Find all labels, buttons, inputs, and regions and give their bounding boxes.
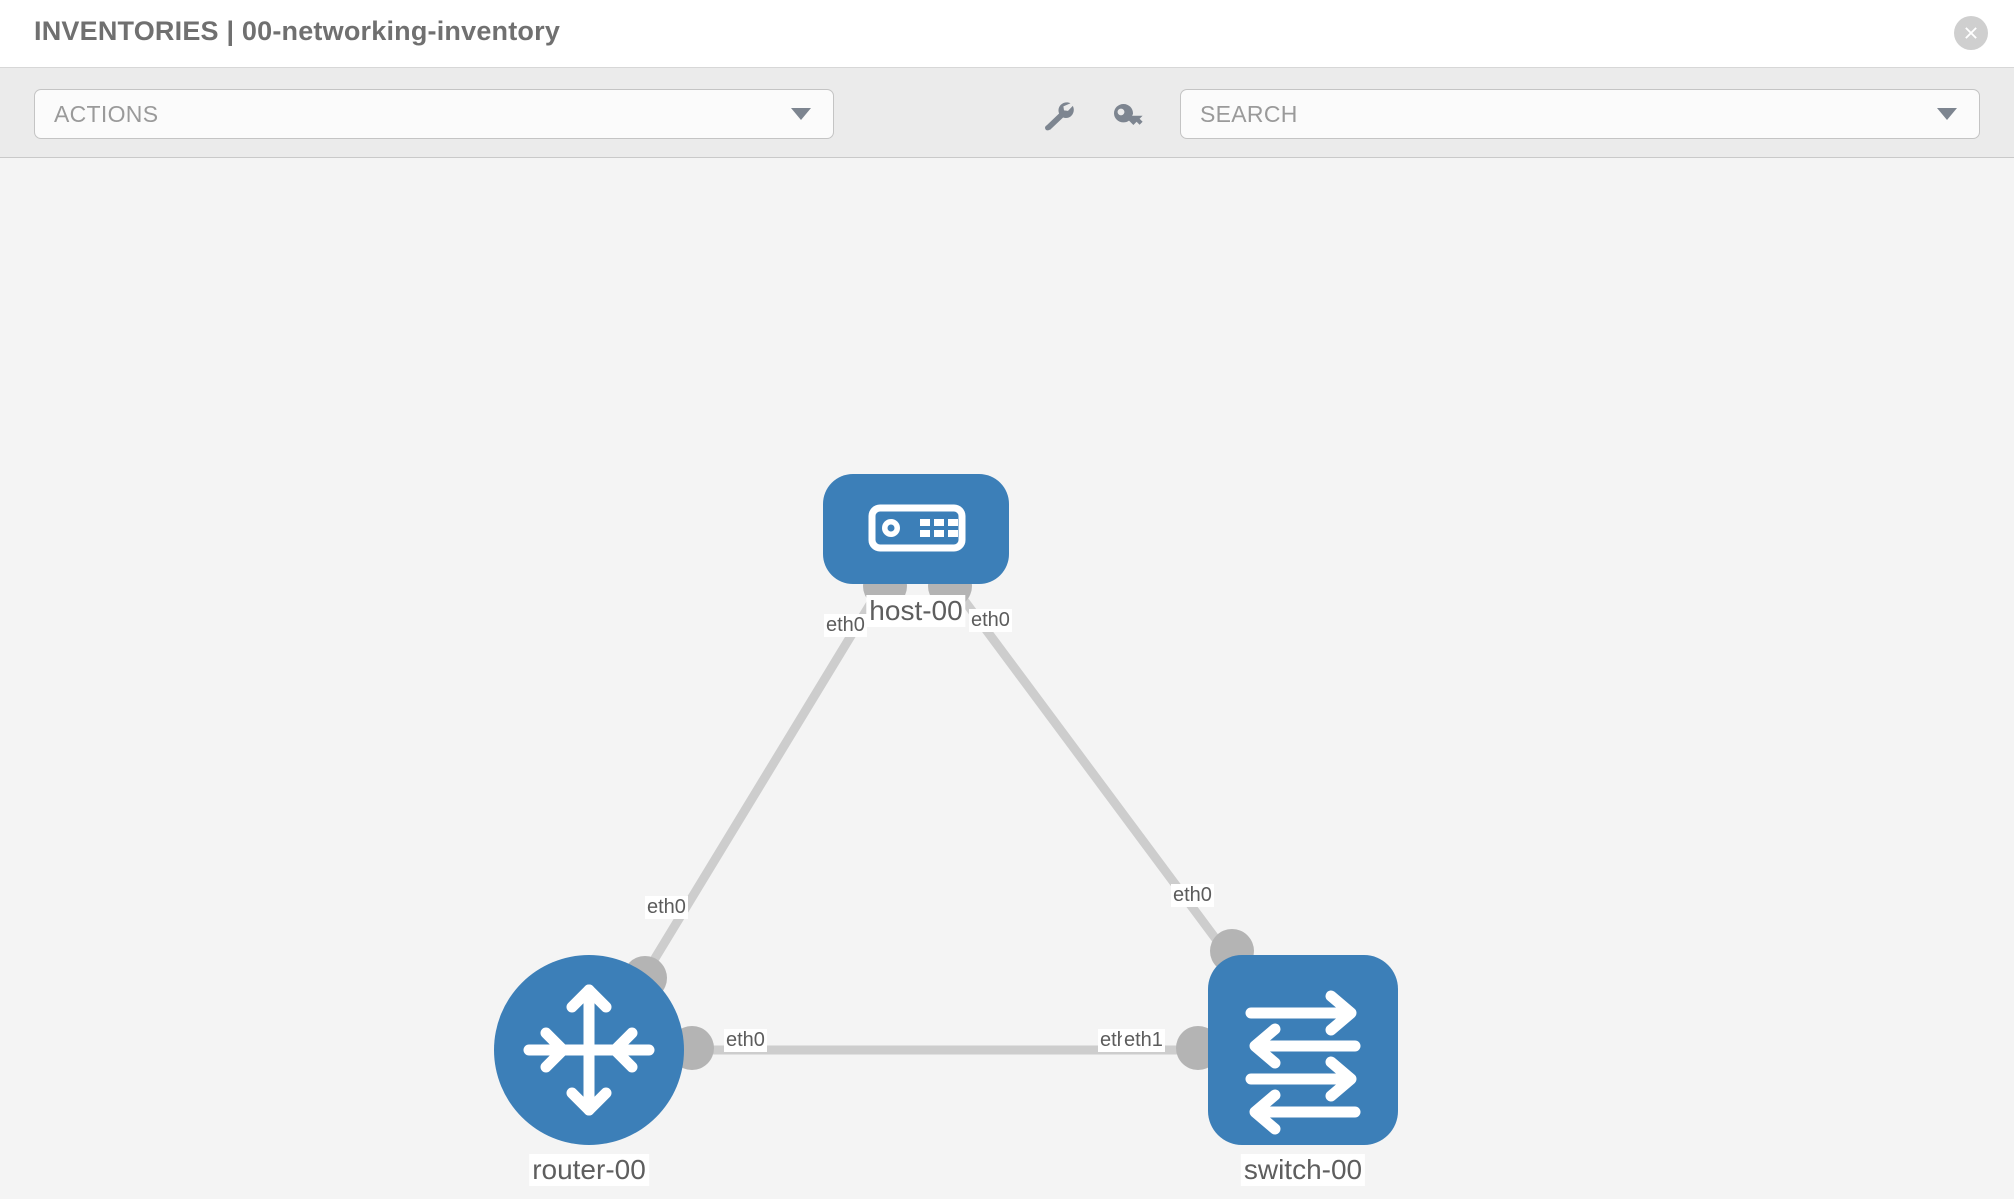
- close-icon[interactable]: [1954, 16, 1988, 50]
- actions-dropdown-label: ACTIONS: [54, 100, 159, 127]
- page-title: INVENTORIES | 00-networking-inventory: [34, 16, 561, 46]
- chevron-down-icon: [791, 108, 811, 120]
- iface-switch-left: eth1: [1122, 1029, 1165, 1052]
- topology-endpoints: [623, 564, 1254, 1070]
- topology-links: [636, 585, 1234, 1055]
- iface-router-up: eth0: [645, 896, 688, 919]
- actions-dropdown[interactable]: ACTIONS: [34, 89, 834, 139]
- node-label-switch-00[interactable]: switch-00: [1240, 1154, 1366, 1186]
- node-router-00: [494, 955, 684, 1145]
- switch-icon: [1245, 990, 1361, 1135]
- iface-switch-up: eth0: [1171, 884, 1214, 907]
- host-icon: [868, 504, 966, 552]
- iface-overlap-partial: eth: [1098, 1029, 1130, 1052]
- wrench-icon[interactable]: [1040, 101, 1078, 131]
- iface-host-right: eth0: [969, 609, 1012, 632]
- topology-canvas[interactable]: host-00 router-00 switch-00 eth0 eth0 et…: [0, 158, 2014, 1199]
- page-header: INVENTORIES | 00-networking-inventory: [0, 0, 2014, 68]
- node-label-router-00[interactable]: router-00: [529, 1154, 649, 1186]
- toolbar: ACTIONS SEARCH: [0, 68, 2014, 158]
- search-input[interactable]: SEARCH: [1180, 89, 1980, 139]
- chevron-down-icon[interactable]: [1937, 108, 1957, 120]
- node-host-00: [823, 474, 1009, 584]
- node-switch-00: [1208, 955, 1398, 1145]
- iface-host-left: eth0: [824, 614, 867, 637]
- topology-graph: [494, 474, 1398, 1145]
- search-placeholder: SEARCH: [1200, 100, 1298, 127]
- link-host-router: [636, 585, 884, 986]
- iface-router-right: eth0: [724, 1029, 767, 1052]
- router-icon: [523, 984, 655, 1116]
- node-label-host-00[interactable]: host-00: [866, 595, 966, 627]
- key-icon[interactable]: [1110, 101, 1148, 131]
